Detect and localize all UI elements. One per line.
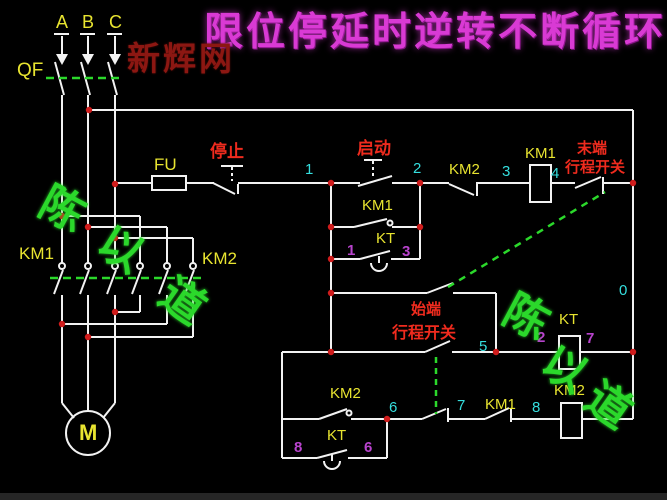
end-limit-nc-contact bbox=[574, 176, 604, 194]
fuse-label: FU bbox=[154, 155, 177, 174]
km2-seal-contact bbox=[318, 408, 353, 420]
start-limit-switch-label-line1: 始端 bbox=[411, 301, 442, 318]
km2-seal-label: KM2 bbox=[330, 385, 361, 402]
end-limit-link-dash bbox=[447, 190, 606, 289]
km1-coil-label: KM1 bbox=[525, 145, 556, 162]
power-circuit-wires bbox=[53, 33, 633, 456]
start-limit-no-contact bbox=[424, 340, 451, 353]
km1-seal-contact bbox=[353, 218, 394, 228]
motor-label: M bbox=[79, 420, 98, 445]
node-2-label: 2 bbox=[413, 160, 422, 177]
kt-delay-contact-top bbox=[359, 250, 391, 272]
km1-main-contacts bbox=[53, 262, 119, 295]
km2-interlock-label: KM2 bbox=[449, 161, 480, 178]
diagram-title: 限位停延时逆转不断循环 bbox=[204, 11, 667, 54]
bottom-scan-band bbox=[0, 493, 667, 500]
junction-dots bbox=[58, 106, 637, 423]
start-button-label: 启动 bbox=[357, 139, 391, 158]
km2-coil-box bbox=[560, 402, 583, 439]
phase-c-label: C bbox=[109, 12, 122, 32]
node-7-label: 7 bbox=[457, 397, 466, 414]
km2-coil-label: KM2 bbox=[554, 382, 585, 399]
node-4-label: 4 bbox=[551, 165, 560, 182]
km2-main-contacts bbox=[131, 262, 197, 295]
kt-terminal-3-label: 3 bbox=[402, 243, 411, 260]
stop-button-label: 停止 bbox=[210, 142, 244, 161]
phase-a-arrow-icon bbox=[56, 54, 68, 65]
motor-circle bbox=[65, 410, 111, 456]
km2-main-label: KM2 bbox=[202, 249, 237, 268]
node-6-label: 6 bbox=[389, 399, 398, 416]
mechanical-link-dashes bbox=[46, 76, 606, 414]
start-button-symbol bbox=[357, 159, 393, 187]
kt-terminal-1-label: 1 bbox=[347, 242, 356, 259]
km1-seal-label: KM1 bbox=[362, 197, 393, 214]
end-limit-switch-label-line2: 行程开关 bbox=[565, 159, 626, 176]
node-8-label: 8 bbox=[532, 399, 541, 416]
kt-coil-terminal-7-label: 7 bbox=[586, 330, 595, 347]
control-circuit-wires bbox=[115, 110, 634, 470]
end-limit-switch-label-line1: 末端 bbox=[577, 140, 608, 157]
breaker-label: QF bbox=[17, 60, 44, 81]
kt-contact-bottom-label: KT bbox=[327, 427, 347, 444]
kt-delay-contact-bottom bbox=[316, 449, 348, 470]
node-3-label: 3 bbox=[502, 163, 511, 180]
kt-coil-label: KT bbox=[559, 311, 579, 328]
end-limit-no-contact bbox=[426, 282, 454, 294]
phase-b-label: B bbox=[82, 12, 95, 32]
phase-b-arrow-icon bbox=[82, 54, 94, 65]
phase-c-arrow-icon bbox=[109, 54, 121, 65]
start-limit-nc-contact bbox=[421, 408, 449, 422]
kt-coil-terminal-2-label: 2 bbox=[537, 329, 546, 346]
km1-coil-box bbox=[529, 164, 552, 203]
km2-interlock-contact bbox=[448, 182, 478, 196]
node-0-label: 0 bbox=[619, 282, 628, 299]
kt-terminal-8-label: 8 bbox=[294, 439, 303, 456]
km1-main-label: KM1 bbox=[19, 244, 54, 263]
kt-terminal-6-label: 6 bbox=[364, 439, 373, 456]
site-watermark: 新辉网 bbox=[127, 40, 235, 77]
stop-button-symbol bbox=[212, 165, 243, 195]
node-5-label: 5 bbox=[479, 338, 488, 355]
start-limit-switch-label-line2: 行程开关 bbox=[392, 325, 457, 342]
phase-a-label: A bbox=[56, 12, 69, 32]
km1-interlock-label: KM1 bbox=[485, 396, 516, 413]
fuse-box bbox=[151, 175, 187, 191]
node-1-label: 1 bbox=[305, 161, 314, 178]
kt-contact-top-label: KT bbox=[376, 230, 396, 247]
